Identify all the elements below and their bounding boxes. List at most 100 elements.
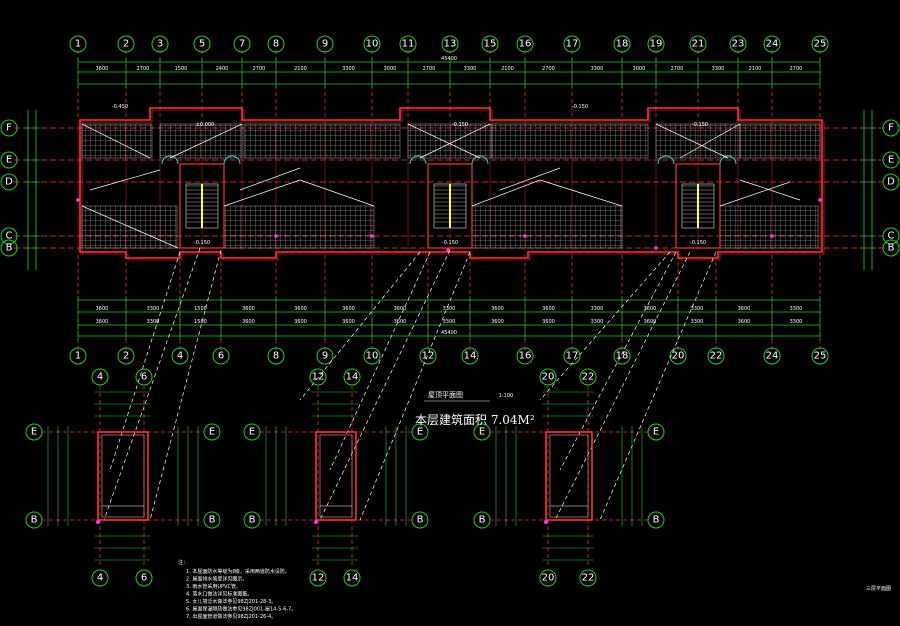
- axis-bubble-circle: [309, 368, 327, 386]
- detail-axis-bubble: 20: [539, 569, 557, 587]
- axis-bubble-circle: [539, 569, 557, 587]
- axis-bubble-top: 7: [233, 35, 251, 53]
- detail-leader-line: [103, 247, 201, 521]
- vertex-point: [76, 198, 80, 202]
- detail-wall: [545, 431, 593, 521]
- row-bubble-left: F: [0, 119, 18, 137]
- axis-bubble-label: 10: [366, 351, 379, 362]
- detail-wall: [315, 431, 357, 521]
- roof-slope-line: [739, 179, 801, 201]
- axis-bubble-label: 12: [422, 351, 435, 362]
- detail-row-bubble: E: [647, 423, 665, 441]
- axis-bubble-circle: [135, 368, 153, 386]
- axis-bubble-label: 4: [97, 372, 103, 383]
- vertex-point: [96, 520, 100, 524]
- door-swing: [719, 155, 737, 165]
- axis-bubble-top: 8: [267, 35, 285, 53]
- axis-bubble-label: C: [888, 231, 895, 242]
- axis-bubble-label: E: [249, 427, 255, 438]
- axis-bubble-circle: [399, 35, 417, 53]
- axis-bubble-circle: [689, 35, 707, 53]
- axis-bubble-top: 11: [399, 35, 417, 53]
- dimension-label: 3000: [384, 66, 397, 72]
- dimension-label: 3600: [96, 306, 109, 312]
- dimension-label: 3300: [790, 319, 803, 325]
- axis-bubble-circle: [69, 35, 87, 53]
- door-swing: [223, 155, 241, 165]
- axis-bubble-bottom: 10: [363, 347, 381, 365]
- axis-bubble-circle: [763, 347, 781, 365]
- detail-row-bubble: E: [411, 423, 429, 441]
- axis-bubble-circle: [579, 368, 597, 386]
- dimension-label: 2100: [501, 66, 514, 72]
- axis-bubble-circle: [811, 347, 829, 365]
- axis-bubble-label: 7: [239, 39, 245, 50]
- dimension-label: 2100: [749, 66, 762, 72]
- dimension-label: 3600: [96, 66, 109, 72]
- axis-bubble-top: 16: [516, 35, 534, 53]
- axis-bubble-label: 20: [542, 372, 555, 383]
- level-label: ±0.000: [196, 122, 215, 128]
- axis-bubble-circle: [267, 347, 285, 365]
- axis-bubble-circle: [516, 35, 534, 53]
- axis-bubble-circle: [729, 35, 747, 53]
- axis-bubble-top: 21: [689, 35, 707, 53]
- dimension-label: 3600: [491, 319, 504, 325]
- axis-bubble-circle: [516, 347, 534, 365]
- dimension-label: 3600: [491, 306, 504, 312]
- axis-bubble-label: C: [6, 231, 13, 242]
- dimension-label: 3600: [738, 319, 751, 325]
- dimension-label: 3600: [542, 319, 555, 325]
- axis-bubble-top: 5: [193, 35, 211, 53]
- vertex-point: [654, 246, 658, 250]
- axis-bubble-circle: [91, 569, 109, 587]
- axis-bubble-circle: [233, 35, 251, 53]
- axis-bubble-label: 25: [814, 351, 827, 362]
- dimension-label: 2700: [253, 66, 266, 72]
- door-swing: [657, 155, 675, 165]
- axis-bubble-circle: [135, 569, 153, 587]
- roof-tile-area: [223, 205, 375, 249]
- axis-bubble-label: 6: [141, 372, 147, 383]
- detail-row-bubble: B: [243, 511, 261, 529]
- axis-bubble-label: 19: [650, 39, 663, 50]
- axis-bubble-label: 17: [566, 39, 579, 50]
- axis-bubble-label: 21: [692, 39, 705, 50]
- building-outline-inner: [81, 109, 825, 261]
- roof-tile-area: [719, 205, 819, 249]
- title-scale: 1:100: [499, 393, 513, 399]
- axis-bubble-circle: [763, 35, 781, 53]
- detail-leader-line: [329, 251, 431, 471]
- row-bubble-left: D: [0, 173, 18, 191]
- detail-axis-bubble: 22: [579, 569, 597, 587]
- note-line: 3. 雨水管采用UPVC管。: [186, 583, 241, 590]
- axis-bubble-label: 9: [322, 351, 328, 362]
- axis-bubble-circle: [343, 569, 361, 587]
- axis-bubble-label: 5: [199, 39, 205, 50]
- axis-bubble-circle: [613, 35, 631, 53]
- axis-bubble-circle: [363, 35, 381, 53]
- roof-slope-line: [655, 123, 729, 159]
- dimension-label: 3600: [242, 319, 255, 325]
- axis-bubble-top: 9: [316, 35, 334, 53]
- dimension-label: 3600: [394, 306, 407, 312]
- detail-row-bubble: B: [473, 511, 491, 529]
- detail-axis-bubble: 14: [343, 368, 361, 386]
- detail-axis-bubble: 6: [135, 368, 153, 386]
- building-outline-wall: [79, 107, 823, 259]
- dimension-label: 1500: [175, 66, 188, 72]
- axis-bubble-top: 24: [763, 35, 781, 53]
- dimension-label: 3600: [738, 306, 751, 312]
- roof-tile-area: [491, 123, 649, 159]
- axis-bubble-label: B: [479, 515, 486, 526]
- row-bubble-right: F: [882, 119, 900, 137]
- roof-tile-area: [739, 123, 821, 159]
- axis-bubble-circle: [419, 347, 437, 365]
- axis-bubble-label: 23: [732, 39, 745, 50]
- axis-bubble-bottom: 4: [171, 347, 189, 365]
- axis-bubble-label: 17: [566, 351, 579, 362]
- detail-row-bubble: E: [243, 423, 261, 441]
- dimension-label: 3600: [294, 306, 307, 312]
